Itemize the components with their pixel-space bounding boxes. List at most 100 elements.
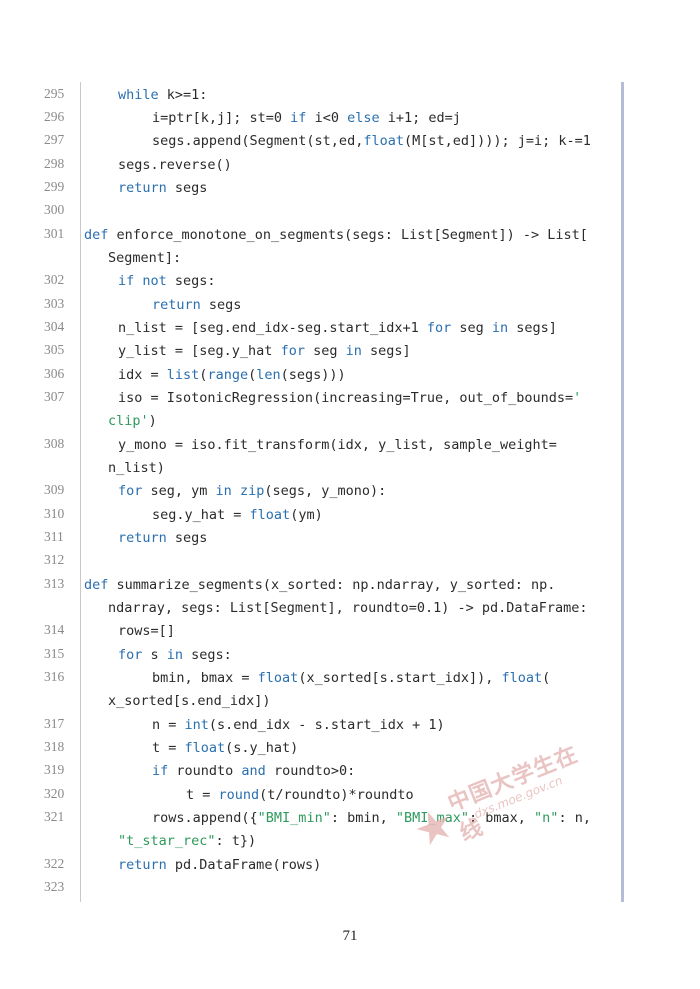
code-line: 305 y_list = [seg.y_hat for seg in segs] xyxy=(0,340,700,363)
code-keyword: else xyxy=(347,110,380,126)
code-text: iso = IsotonicRegression(increasing=True… xyxy=(118,387,581,410)
code-token: (segs))) xyxy=(280,367,346,383)
code-keyword: for xyxy=(280,343,305,359)
code-keyword: zip xyxy=(239,483,265,499)
line-number: 305 xyxy=(44,342,65,357)
code-keyword: float xyxy=(363,133,404,149)
code-token: (x_sorted[s.start_idx]), xyxy=(298,670,502,686)
code-keyword: list xyxy=(166,367,200,383)
line-number: 302 xyxy=(44,272,65,287)
code-token: y_list = [seg.y_hat xyxy=(118,343,281,359)
code-token: seg xyxy=(451,320,492,336)
code-token: ) xyxy=(148,413,157,429)
code-text: y_mono = iso.fit_transform(idx, y_list, … xyxy=(118,434,557,457)
code-line: Segment]: xyxy=(0,247,700,270)
code-keyword: range xyxy=(207,367,249,383)
code-token: n = xyxy=(152,717,185,733)
code-keyword: float xyxy=(249,507,291,523)
line-number: 316 xyxy=(44,669,65,684)
code-token: seg, ym xyxy=(142,483,216,499)
line-number: 312 xyxy=(44,552,65,567)
code-string: ' xyxy=(573,390,582,406)
code-text: if roundto and roundto>0: xyxy=(152,760,355,783)
code-text: segs.append(Segment(st,ed,float(M[st,ed]… xyxy=(152,130,591,153)
code-token: segs xyxy=(166,180,208,196)
line-number: 314 xyxy=(44,622,65,637)
code-text: i=ptr[k,j]; st=0 if i<0 else i+1; ed=j xyxy=(152,107,461,130)
code-token: Segment]: xyxy=(108,250,182,266)
code-line: 307 iso = IsotonicRegression(increasing=T… xyxy=(0,387,700,410)
code-keyword: len xyxy=(256,367,281,383)
code-keyword: return xyxy=(152,297,201,313)
code-keyword: and xyxy=(241,763,266,779)
line-number: 310 xyxy=(44,506,65,521)
code-token: iso = IsotonicRegression(increasing=True… xyxy=(118,390,574,406)
code-token: segs.reverse() xyxy=(118,157,232,173)
code-token: segs] xyxy=(508,320,557,336)
code-keyword: for xyxy=(426,320,452,336)
code-block-right-border xyxy=(621,82,624,902)
line-number: 320 xyxy=(44,786,65,801)
code-token: : bmin, xyxy=(330,810,396,826)
page-number: 71 xyxy=(342,928,358,944)
code-token: idx = xyxy=(118,367,167,383)
code-token: pd.DataFrame(rows) xyxy=(166,857,322,873)
code-token: i+1; ed=j xyxy=(379,110,461,126)
line-number: 307 xyxy=(44,389,65,404)
code-token: (M[st,ed]))); j=i; k-=1 xyxy=(403,133,591,149)
code-token: n_list = [seg.end_idx-seg.start_idx+1 xyxy=(118,320,427,336)
code-token: segs xyxy=(166,530,208,546)
gutter-divider xyxy=(80,82,81,902)
code-text: y_list = [seg.y_hat for seg in segs] xyxy=(118,340,411,363)
code-token: roundto xyxy=(168,763,242,779)
code-string: "BMI_max" xyxy=(395,810,470,826)
code-keyword: if xyxy=(152,763,169,779)
code-token: segs: xyxy=(183,647,232,663)
line-number: 298 xyxy=(44,156,65,171)
code-token: segs.append(Segment(st,ed, xyxy=(152,133,364,149)
code-text: t = round(t/roundto)*roundto xyxy=(186,784,414,807)
code-token: t = xyxy=(152,740,185,756)
code-token: k>=1: xyxy=(158,87,208,103)
code-token: t = xyxy=(186,787,219,803)
line-number: 322 xyxy=(44,856,65,871)
line-number: 297 xyxy=(44,132,65,147)
code-token: x_sorted[s.end_idx]) xyxy=(108,693,271,709)
line-number: 321 xyxy=(44,809,65,824)
code-text: rows.append({"BMI_min": bmin, "BMI_max":… xyxy=(152,807,591,830)
code-string: "BMI_min" xyxy=(257,810,331,826)
code-text: return segs xyxy=(118,177,207,200)
code-text: return segs xyxy=(152,294,241,317)
code-line: clip') xyxy=(0,410,700,433)
code-token: seg.y_hat = xyxy=(152,507,250,523)
code-line: 297 segs.append(Segment(st,ed,float(M[st,… xyxy=(0,130,700,153)
code-keyword: if xyxy=(290,110,307,126)
code-text: n_list = [seg.end_idx-seg.start_idx+1 fo… xyxy=(118,317,557,340)
code-token: (t/roundto)*roundto xyxy=(259,787,414,803)
code-token: (s.end_idx - s.start_idx + 1) xyxy=(208,717,445,733)
code-string: "t_star_rec" xyxy=(118,833,216,849)
code-token: i=ptr[k,j]; st=0 xyxy=(152,110,291,126)
code-keyword: in xyxy=(491,320,509,336)
code-token: bmin, bmax = xyxy=(152,670,258,686)
line-number: 318 xyxy=(44,739,65,754)
code-token: y_mono = iso.fit_transform(idx, y_list, … xyxy=(118,437,557,453)
code-keyword: def xyxy=(84,227,109,243)
code-token: ( xyxy=(542,670,551,686)
code-text: "t_star_rec": t}) xyxy=(118,830,256,853)
line-number: 306 xyxy=(44,366,65,381)
code-line: ndarray, segs: List[Segment], roundto=0.… xyxy=(0,597,700,620)
code-text: rows=[] xyxy=(118,620,175,643)
code-text: x_sorted[s.end_idx]) xyxy=(108,690,271,713)
code-text: while k>=1: xyxy=(118,84,207,107)
code-token: enforce_monotone_on_segments(segs: List[… xyxy=(108,227,588,243)
